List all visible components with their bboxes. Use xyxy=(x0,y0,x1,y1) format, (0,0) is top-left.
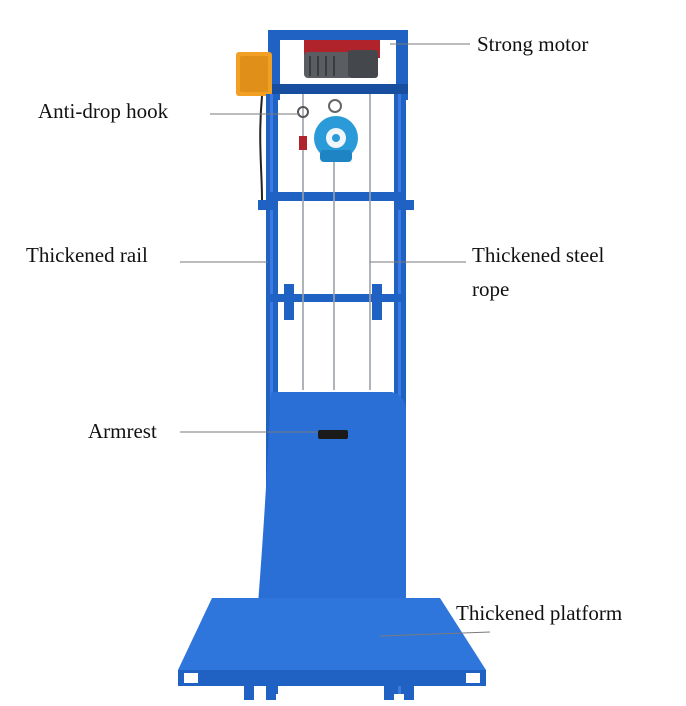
platform xyxy=(178,598,486,700)
back-panel xyxy=(258,392,406,604)
control-cable xyxy=(259,95,263,201)
label-thickened-platform: Thickened platform xyxy=(456,601,623,625)
cross-bars xyxy=(258,192,414,320)
label-anti-drop-hook: Anti-drop hook xyxy=(38,99,169,123)
top-frame xyxy=(268,30,408,100)
armrest-handle-icon xyxy=(318,430,348,439)
label-thickened-rail: Thickened rail xyxy=(26,243,148,267)
label-thickened-steel-rope-line2: rope xyxy=(472,277,510,301)
label-strong-motor: Strong motor xyxy=(477,32,589,56)
anti-drop-hook-icon xyxy=(297,99,358,162)
label-armrest: Armrest xyxy=(88,419,157,443)
motor-icon xyxy=(304,40,380,78)
label-thickened-steel-rope-line1: Thickened steel xyxy=(472,243,605,267)
controller-box-icon xyxy=(236,52,272,96)
leader-lines xyxy=(180,43,491,637)
